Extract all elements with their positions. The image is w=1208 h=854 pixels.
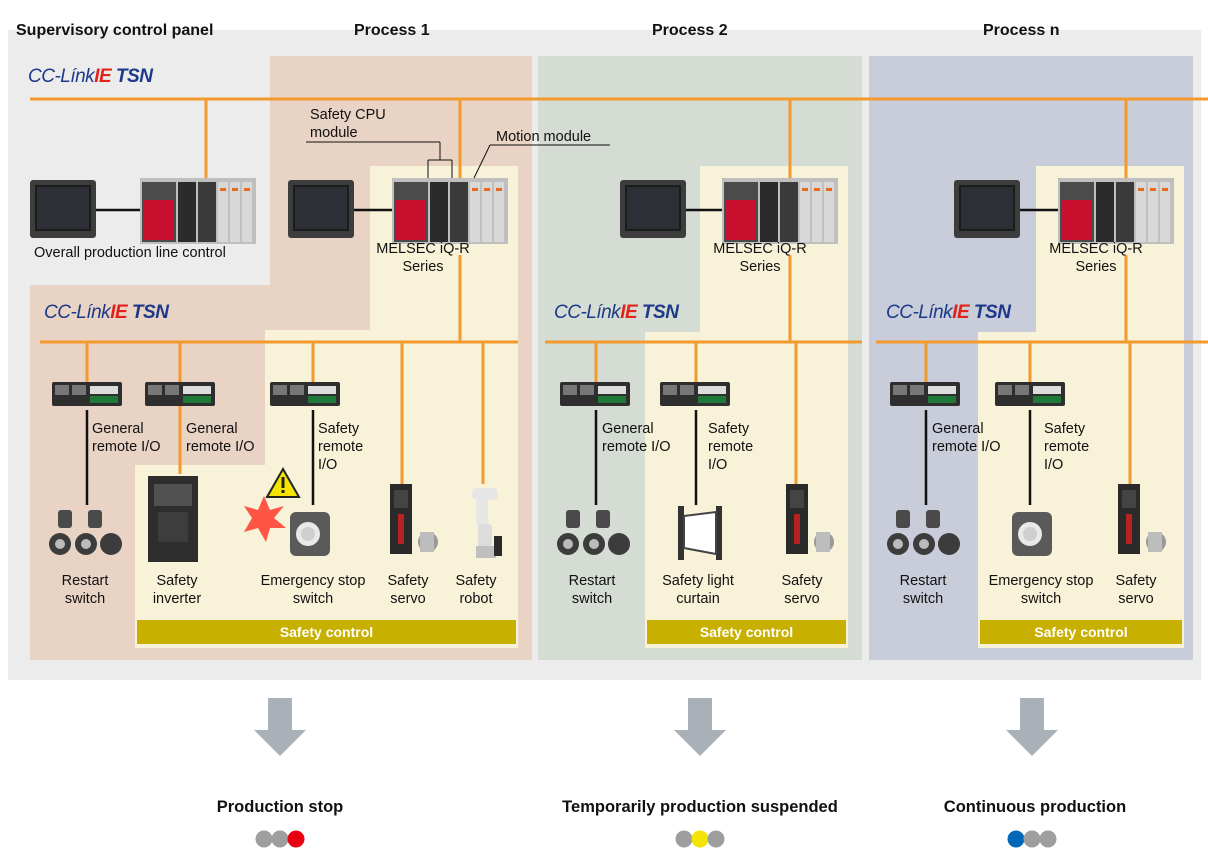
label-safety-remote-io: Safety remote I/O xyxy=(318,421,364,473)
plc-label-pn: MELSEC iQ-R Series xyxy=(1031,240,1161,276)
cc-link-ie-tsn-logo-p2: CC-LínkIE TSN xyxy=(554,302,679,324)
label-safety-remote-io: Safety remote I/O xyxy=(1044,421,1090,473)
label-safety-servo: Safety servo xyxy=(387,573,429,607)
label-safety-robot: Safety robot xyxy=(455,573,497,607)
safety-zone-1-bot xyxy=(135,465,518,648)
header-supervisory: Supervisory control panel xyxy=(16,22,214,39)
result-continuous-production: Continuous production xyxy=(943,798,1127,816)
result-arrows xyxy=(254,698,1058,756)
lamp-light xyxy=(255,830,273,848)
result-temporarily-suspended: Temporarily production suspended xyxy=(562,798,838,816)
lamp-light xyxy=(1007,830,1025,848)
lamp-light xyxy=(675,830,693,848)
label-emergency-stop-switch: Emergency stop switch xyxy=(988,573,1094,607)
label-safety-light-curtain: Safety light curtain xyxy=(662,573,734,607)
signal-lamp-icon xyxy=(675,830,725,848)
label-emergency-stop-switch: Emergency stop switch xyxy=(260,573,366,607)
label-restart-switch: Restart switch xyxy=(899,573,947,607)
logo-tsn: TSN xyxy=(115,66,153,87)
plc-series: MELSEC iQ-R xyxy=(713,241,807,257)
label-restart-switch: Restart switch xyxy=(61,573,109,607)
callout-motion-module: Motion module xyxy=(496,129,592,145)
caption-overall-production: Overall production line control xyxy=(34,245,226,261)
cc-link-ie-tsn-logo-main: CC-LínkIE TSN xyxy=(28,66,153,88)
header-process-n: Process n xyxy=(983,22,1060,39)
logo-cc: CC-Línk xyxy=(44,302,111,323)
arrow-down-icon xyxy=(674,698,726,756)
arrow-down-icon xyxy=(254,698,306,756)
safety-control-bar-p1: Safety control xyxy=(137,620,516,644)
label-safety-remote-io: Safety remote I/O xyxy=(708,421,754,473)
arrow-down-icon xyxy=(1006,698,1058,756)
logo-cc: CC-Línk xyxy=(886,302,953,323)
label-general-remote-io: General remote I/O xyxy=(932,421,1001,455)
lamp-light xyxy=(1039,830,1057,848)
safety-control-bar-p2: Safety control xyxy=(647,620,846,644)
logo-cc: CC-Línk xyxy=(554,302,621,323)
logo-ie: IE xyxy=(952,302,970,323)
label-safety-servo: Safety servo xyxy=(1115,573,1157,607)
cc-link-ie-tsn-logo-pn: CC-LínkIE TSN xyxy=(886,302,1011,324)
plc-label-p1: MELSEC iQ-R Series xyxy=(358,240,488,276)
logo-ie: IE xyxy=(620,302,638,323)
label-general-remote-io: General remote I/O xyxy=(92,421,161,455)
plc-series-2: Series xyxy=(1075,259,1117,275)
result-production-stop: Production stop xyxy=(216,798,344,816)
safety-control-bar-pn: Safety control xyxy=(980,620,1182,644)
lamp-light xyxy=(271,830,289,848)
logo-tsn: TSN xyxy=(131,302,169,323)
lamp-light xyxy=(287,830,305,848)
callout-safety-cpu: Safety CPU module xyxy=(310,107,386,141)
logo-tsn: TSN xyxy=(641,302,679,323)
warning-icon xyxy=(265,467,301,498)
label-general-remote-io: General remote I/O xyxy=(186,421,255,455)
logo-cc: CC-Línk xyxy=(28,66,95,87)
label-restart-switch: Restart switch xyxy=(568,573,616,607)
header-process-1: Process 1 xyxy=(354,22,430,39)
plc-series: MELSEC iQ-R xyxy=(1049,241,1143,257)
label-general-remote-io: General remote I/O xyxy=(602,421,671,455)
signal-lamp-icon xyxy=(255,830,305,848)
header-process-2: Process 2 xyxy=(652,22,728,39)
signal-lamps xyxy=(255,830,1057,848)
plc-series-2: Series xyxy=(739,259,781,275)
logo-ie: IE xyxy=(110,302,128,323)
label-safety-servo: Safety servo xyxy=(781,573,823,607)
signal-lamp-icon xyxy=(1007,830,1057,848)
logo-ie: IE xyxy=(94,66,112,87)
cc-link-ie-tsn-logo-p1: CC-LínkIE TSN xyxy=(44,302,169,324)
label-safety-inverter: Safety inverter xyxy=(152,573,202,607)
lamp-light xyxy=(1023,830,1041,848)
plc-series: MELSEC iQ-R xyxy=(376,241,470,257)
plc-label-p2: MELSEC iQ-R Series xyxy=(695,240,825,276)
lamp-light xyxy=(691,830,709,848)
logo-tsn: TSN xyxy=(973,302,1011,323)
plc-series-2: Series xyxy=(402,259,444,275)
lamp-light xyxy=(707,830,725,848)
